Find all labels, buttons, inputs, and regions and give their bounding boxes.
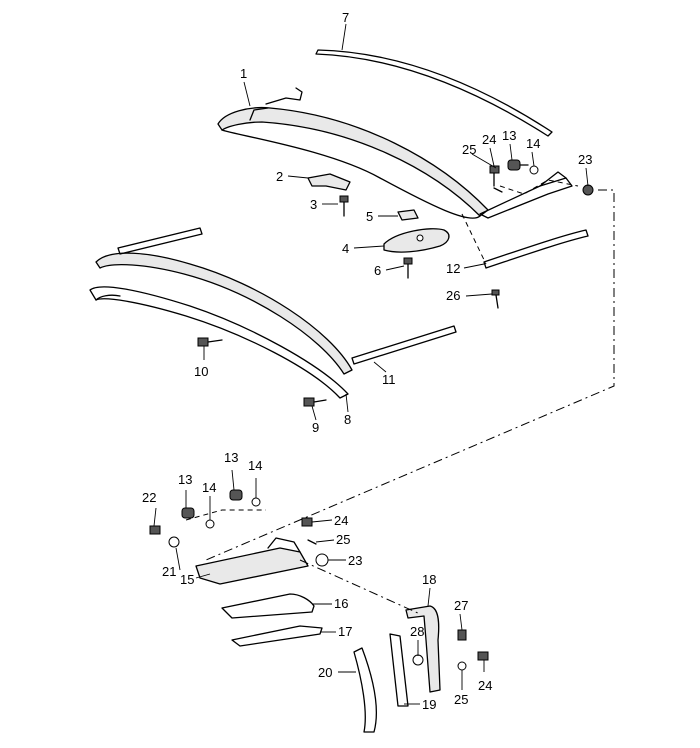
- assembly-line-right: [205, 189, 615, 561]
- part-6-screw: [403, 257, 413, 279]
- callout-10: 10: [194, 364, 208, 379]
- callout-14a: 14: [526, 136, 540, 151]
- callout-23a: 23: [578, 152, 592, 167]
- part-11-rod: [117, 227, 457, 365]
- callout-9: 9: [312, 420, 319, 435]
- callout-24b: 24: [334, 513, 348, 528]
- callout-14c: 14: [202, 480, 216, 495]
- callout-21: 21: [162, 564, 176, 579]
- callout-24c: 24: [478, 678, 492, 693]
- part-8-rear-frame: [89, 252, 353, 399]
- callout-17: 17: [338, 624, 352, 639]
- part-5-clip: [397, 209, 419, 221]
- part-4-latch: [383, 228, 450, 253]
- callout-25a: 25: [462, 142, 476, 157]
- callout-24a: 24: [482, 132, 496, 147]
- part-1-roof-frame: [217, 87, 573, 219]
- assembly-line-upper: [499, 179, 579, 195]
- part-15-hinge-arm: [195, 537, 309, 585]
- callout-23b: 23: [348, 553, 362, 568]
- callout-25c: 25: [454, 692, 468, 707]
- callout-13c: 13: [178, 472, 192, 487]
- callout-2: 2: [276, 169, 283, 184]
- hardware-top-right: [197, 159, 594, 407]
- callout-28: 28: [410, 624, 424, 639]
- assembly-line-mid: [461, 213, 487, 265]
- callout-12: 12: [446, 261, 460, 276]
- part-16-seal: [221, 593, 315, 619]
- assembly-line-lower-right: [299, 559, 421, 615]
- part-20-strip: [353, 647, 377, 733]
- callout-3: 3: [310, 197, 317, 212]
- part-18-bracket: [405, 605, 441, 693]
- part-7-seal-strip: [315, 49, 553, 137]
- callout-11: 11: [382, 372, 396, 387]
- callout-18: 18: [422, 572, 436, 587]
- callout-13b: 13: [224, 450, 238, 465]
- assembly-line-lower: [185, 509, 266, 521]
- part-2-bracket: [307, 173, 351, 191]
- leader-lines: [153, 23, 589, 705]
- callout-25b: 25: [336, 532, 350, 547]
- part-19-strip: [389, 633, 409, 707]
- part-12-strip: [483, 229, 589, 269]
- part-17-seal: [231, 625, 323, 647]
- callout-22: 22: [142, 490, 156, 505]
- callout-8: 8: [344, 412, 351, 427]
- callout-16: 16: [334, 596, 348, 611]
- callout-14b: 14: [248, 458, 262, 473]
- callout-27: 27: [454, 598, 468, 613]
- callout-20: 20: [318, 665, 332, 680]
- callout-19: 19: [422, 697, 436, 712]
- callout-7: 7: [342, 10, 349, 25]
- part-3-screw: [339, 195, 349, 217]
- callout-6: 6: [374, 263, 381, 278]
- callout-15: 15: [180, 572, 194, 587]
- callout-5: 5: [366, 209, 373, 224]
- hardware-lower: [149, 489, 489, 671]
- callout-4: 4: [342, 241, 349, 256]
- callout-13a: 13: [502, 128, 516, 143]
- callout-26: 26: [446, 288, 460, 303]
- callouts: 1 2 3 4 5 6 7 8 9 10 11 12 13 14 23 24 2…: [142, 10, 592, 712]
- callout-1: 1: [240, 66, 247, 81]
